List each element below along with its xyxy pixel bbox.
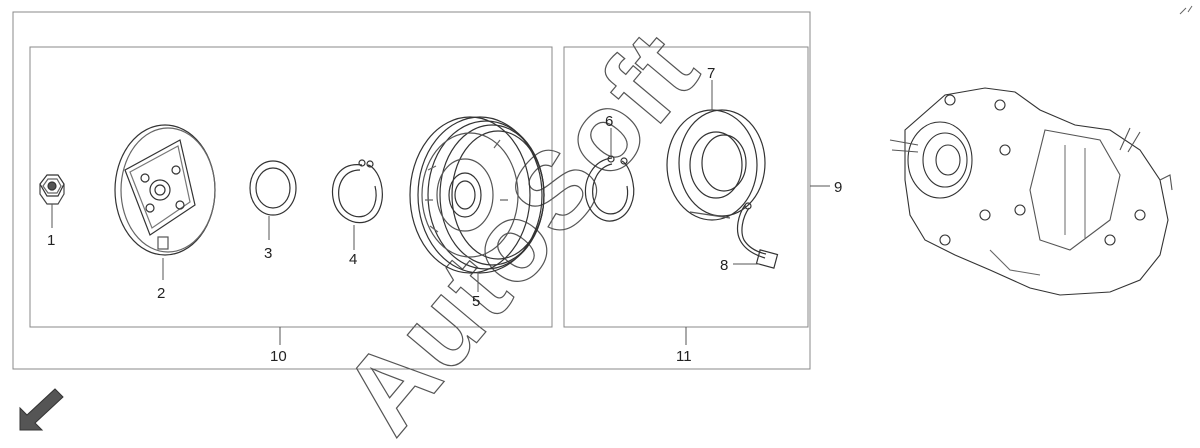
part-2-hub-plate <box>114 124 216 256</box>
arrow-down-left-icon <box>19 388 64 431</box>
corner-mark <box>1179 5 1193 15</box>
part-3-shim <box>249 160 297 216</box>
part-4-snap-ring <box>331 159 383 224</box>
callout-2: 2 <box>157 285 165 302</box>
assembly-frame-9 <box>12 11 811 370</box>
callouts: 1 2 3 4 5 6 7 8 9 10 11 <box>47 65 842 365</box>
callout-8: 8 <box>720 257 728 274</box>
watermark-text: AutoSoft <box>319 8 722 443</box>
callout-6: 6 <box>605 113 613 130</box>
callout-3: 3 <box>264 245 272 262</box>
part-6-snap-ring <box>584 155 635 222</box>
callout-4: 4 <box>349 251 357 268</box>
callout-1: 1 <box>47 232 55 249</box>
callout-9: 9 <box>834 179 842 196</box>
group-frame-10 <box>29 46 553 328</box>
part-1-nut <box>39 174 65 205</box>
callout-11: 11 <box>676 348 692 365</box>
compressor-body <box>889 87 1173 296</box>
part-8-wire-connector <box>736 202 779 269</box>
callout-10: 10 <box>270 348 287 365</box>
callout-7: 7 <box>707 65 715 82</box>
leader-lines <box>51 80 830 345</box>
callout-5: 5 <box>472 293 480 310</box>
part-5-pulley <box>409 116 545 274</box>
